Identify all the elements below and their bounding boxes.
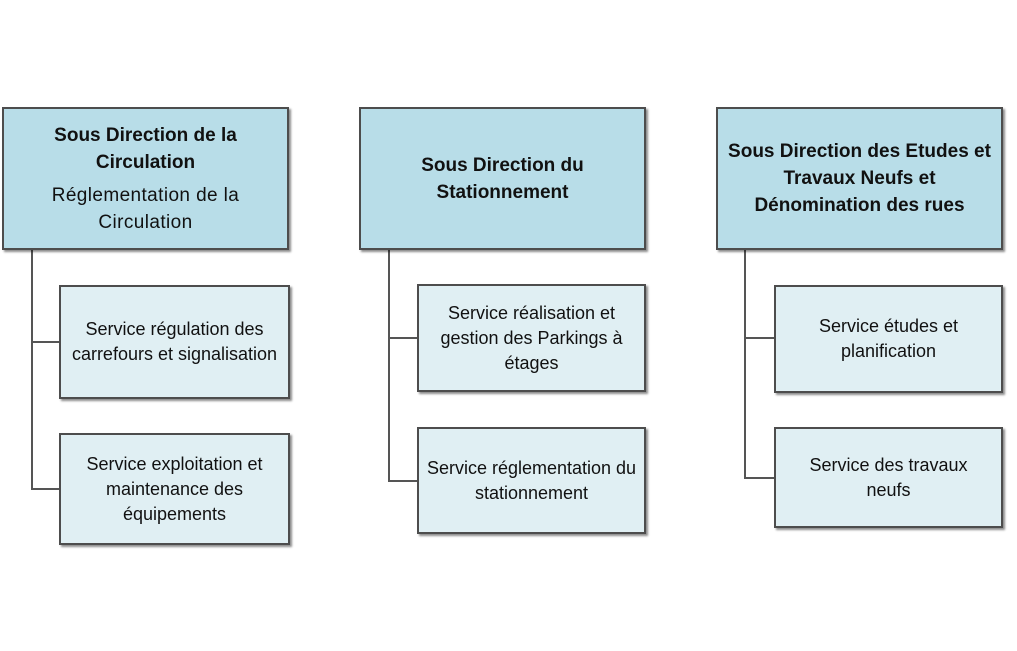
org-node-label: Service réglementation du stationnement <box>426 457 637 503</box>
connector-trunk-3 <box>744 249 746 479</box>
org-node-exploitation-maintenance: Service exploitation et maintenance des … <box>59 433 290 545</box>
connector-trunk-1 <box>31 249 33 490</box>
connector-trunk-2 <box>388 249 390 482</box>
org-node-label: Service études et planification <box>818 316 959 361</box>
org-head-title: Sous Direction du Stationnement <box>421 154 584 203</box>
org-node-label: Service réalisation et gestion des Parki… <box>440 302 623 373</box>
org-node-reglementation-stationnement: Service réglementation du stationnement <box>417 427 646 534</box>
connector-branch-2-1 <box>388 337 417 339</box>
org-node-label: Service des travaux neufs <box>809 454 968 500</box>
connector-branch-2-2 <box>388 480 417 482</box>
org-node-regulation-carrefours: Service régulation des carrefours et sig… <box>59 285 290 399</box>
org-node-etudes-planification: Service études et planification <box>774 285 1003 393</box>
org-node-travaux-neufs: Service des travaux neufs <box>774 427 1003 528</box>
org-head-etudes-travaux: Sous Direction des Etudes et Travaux Neu… <box>716 107 1003 250</box>
org-head-title: Sous Direction des Etudes et Travaux Neu… <box>728 141 991 216</box>
org-node-label: Service exploitation et maintenance des … <box>86 453 263 524</box>
connector-branch-3-2 <box>744 477 774 479</box>
org-head-circulation: Sous Direction de la Circulation Régleme… <box>2 107 289 250</box>
org-head-subtitle: Réglementation de la Circulation <box>51 184 240 233</box>
connector-branch-3-1 <box>744 337 774 339</box>
org-head-title: Sous Direction de la Circulation <box>54 124 237 173</box>
connector-branch-1-2 <box>31 488 59 490</box>
org-head-stationnement: Sous Direction du Stationnement <box>359 107 646 250</box>
connector-branch-1-1 <box>31 341 59 343</box>
org-node-label: Service régulation des carrefours et sig… <box>71 319 278 364</box>
org-node-parkings-etages: Service réalisation et gestion des Parki… <box>417 284 646 392</box>
